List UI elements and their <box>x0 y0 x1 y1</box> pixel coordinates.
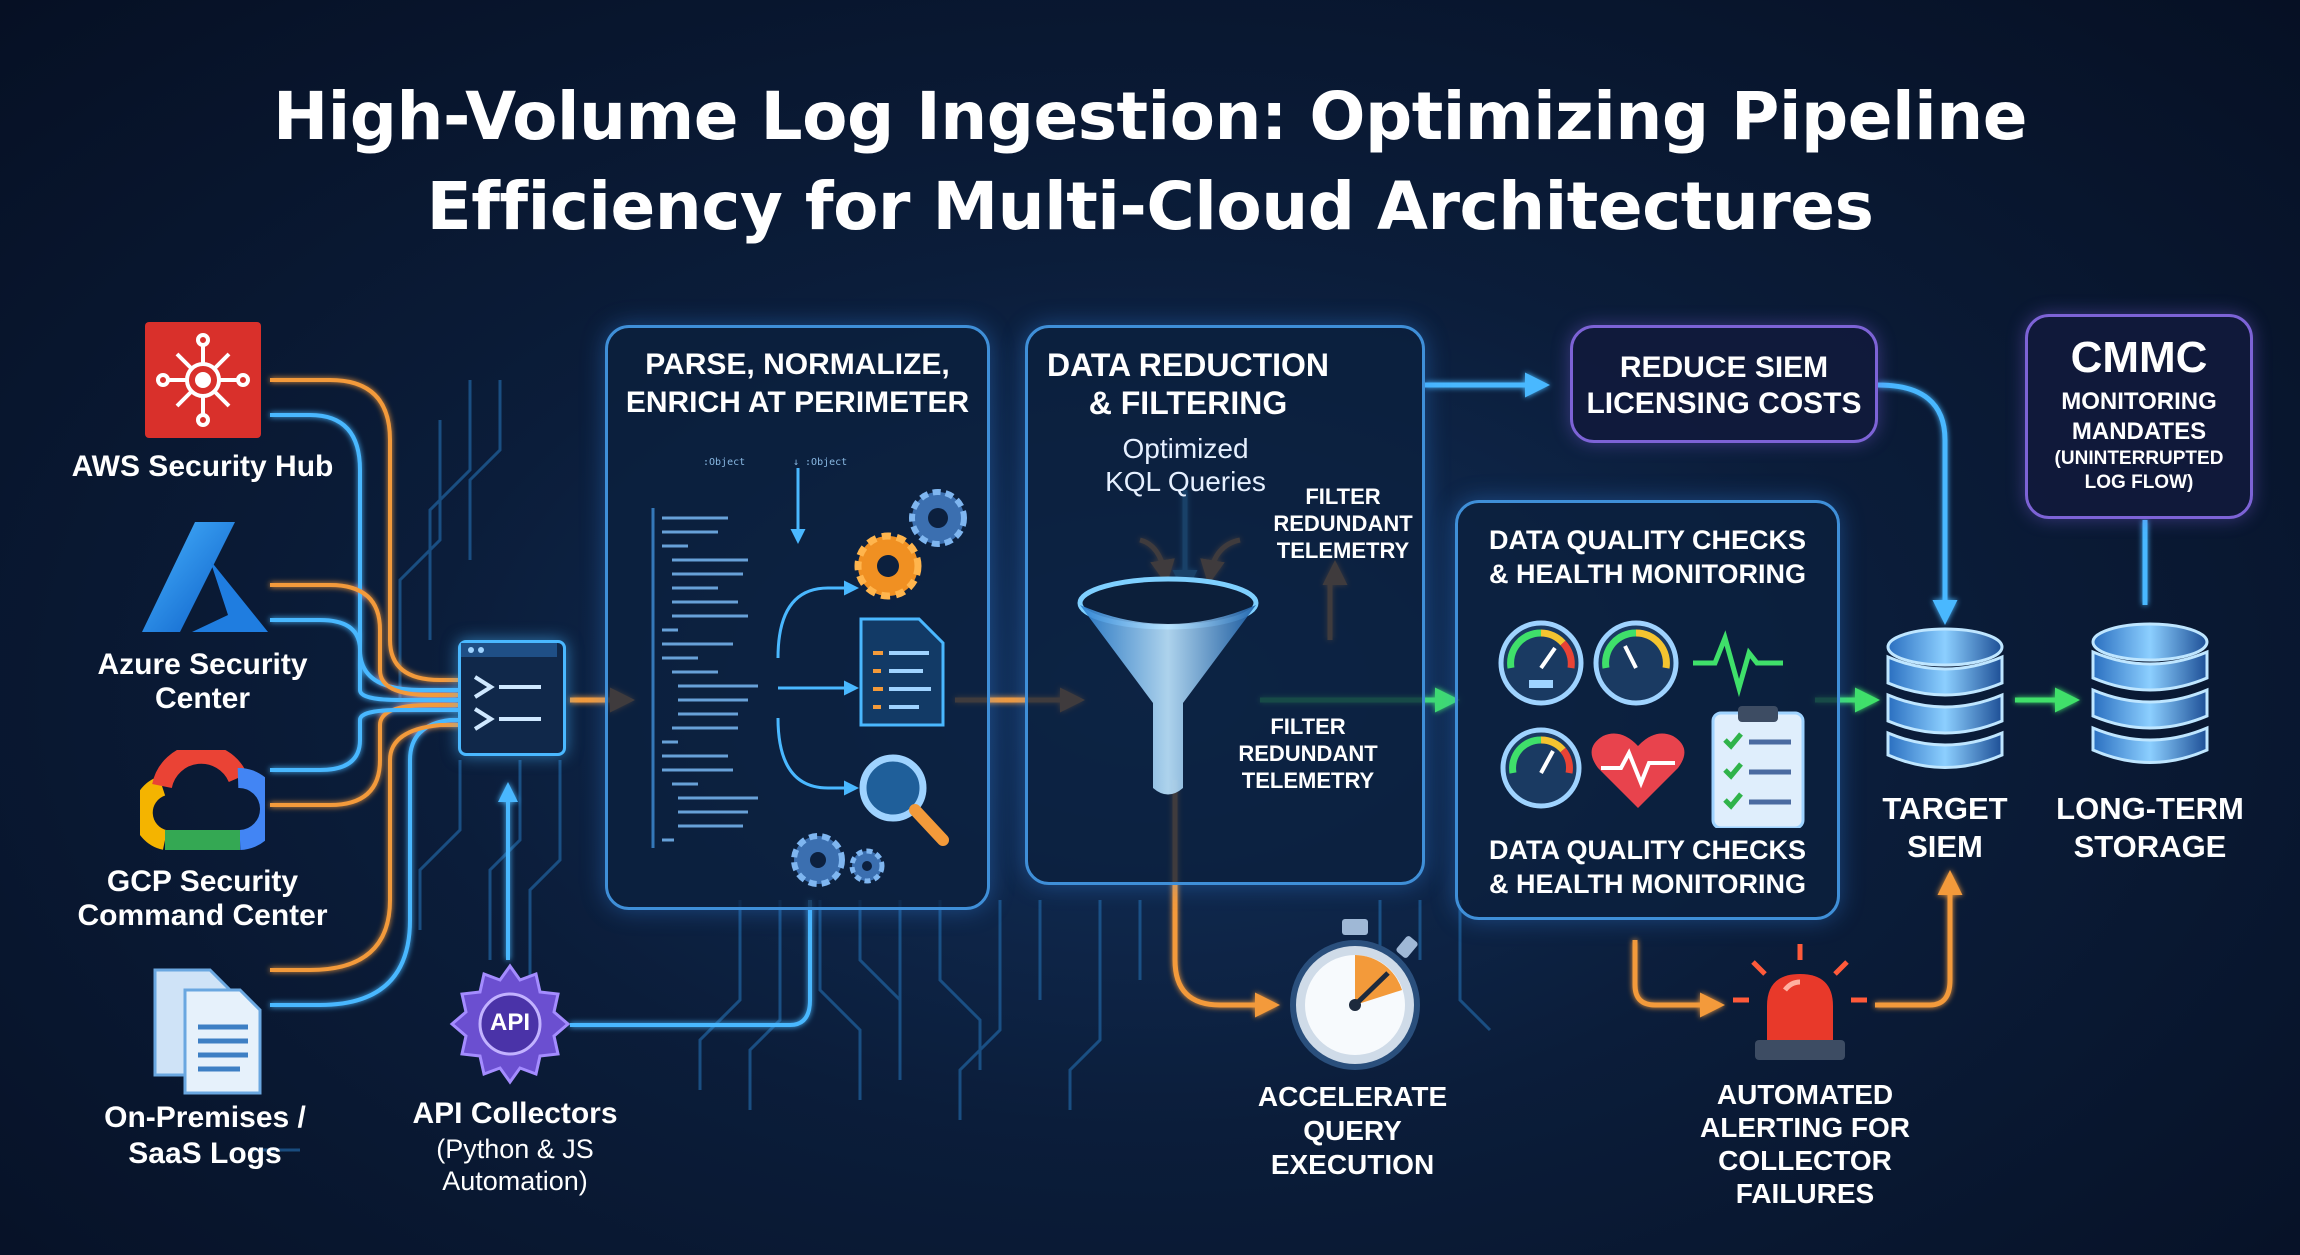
api-badge: API <box>489 1009 530 1036</box>
page-title-line1: High-Volume Log Ingestion: Optimizing Pi… <box>272 78 2028 155</box>
reduction-panel-title: DATA REDUCTION& FILTERING <box>1046 347 1330 421</box>
arrow-to-accelerate <box>1172 780 1280 1018</box>
api-trace <box>570 900 812 1027</box>
source-lines <box>270 378 460 1007</box>
aws-security-hub-icon <box>145 322 261 438</box>
long-term-storage-database-icon <box>2091 622 2209 764</box>
quality-panel-title: DATA QUALITY CHECKS& HEALTH MONITORING <box>1489 525 1806 589</box>
gauge-icon <box>1498 620 1584 706</box>
health-monitoring-icons <box>1498 620 1805 828</box>
parse-flow-lines <box>776 468 859 796</box>
arrow-costs-to-siem <box>1877 382 1958 625</box>
object-token-1: :Object <box>703 457 746 468</box>
object-token-2: ↓ :Object <box>793 457 848 468</box>
azure-icon <box>140 520 270 635</box>
alarm-siren-icon <box>1733 944 1867 1060</box>
target-siem-database-icon <box>1886 627 2004 769</box>
data-quality-panel: DATA QUALITY CHECKS& HEALTH MONITORING <box>1455 500 1840 920</box>
on-prem-saas-label: On-Premises /SaaS Logs <box>104 1101 306 1170</box>
document-icon <box>859 617 945 727</box>
circuit-traces <box>250 380 1492 1152</box>
documents-icon <box>150 965 270 1095</box>
stopwatch-icon <box>1290 919 1420 1070</box>
api-collectors-title: API Collectors <box>412 1097 618 1130</box>
checklist-icon <box>1711 706 1805 828</box>
aws-security-hub-label: AWS Security Hub <box>71 450 334 483</box>
cmmc-title: CMMC <box>2070 333 2208 382</box>
magnifier-icon <box>791 754 949 887</box>
code-snippet <box>651 508 758 848</box>
page-title-line2: Efficiency for Multi-Cloud Architectures <box>426 168 1874 245</box>
gcp-icon <box>132 743 280 850</box>
terminal-icon <box>458 640 566 756</box>
parse-normalize-panel: PARSE, NORMALIZE,ENRICH AT PERIMETER :Ob… <box>605 325 990 910</box>
api-gear-icon: API <box>448 962 572 1086</box>
arrow-quality-to-alert <box>1632 940 1725 1018</box>
heart-icon <box>1591 733 1685 808</box>
funnel-icon <box>1077 576 1259 795</box>
quality-panel-bottom-label: DATA QUALITY CHECKS& HEALTH MONITORING <box>1489 835 1806 899</box>
arrow-alert-to-siem <box>1875 870 1963 1008</box>
gears-icon <box>854 489 967 600</box>
parse-panel-title: PARSE, NORMALIZE,ENRICH AT PERIMETER <box>625 348 970 419</box>
